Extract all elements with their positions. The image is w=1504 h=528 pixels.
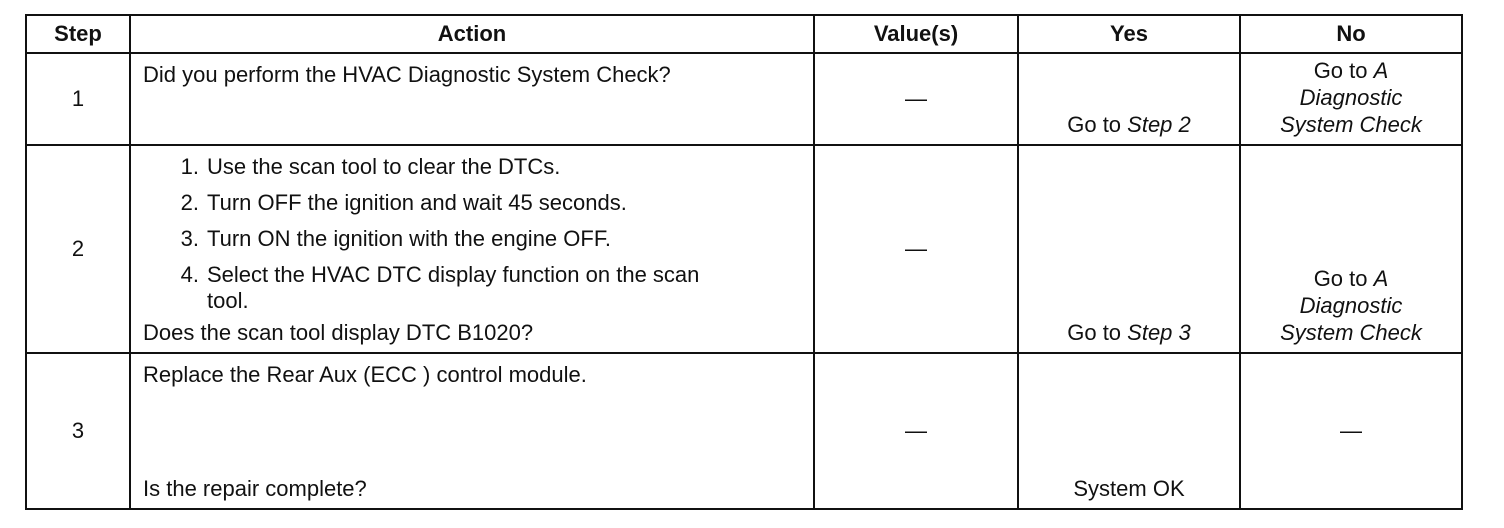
list-item-number: 3. — [180, 226, 199, 251]
yes-step-link: Step 3 — [1127, 320, 1191, 345]
no-link-part: Diagnostic — [1299, 85, 1403, 110]
yes-prefix: Go to — [1067, 320, 1128, 345]
no-prefix: Go to — [1313, 58, 1374, 83]
table-row: 1 Did you perform the HVAC Diagnostic Sy… — [25, 52, 1463, 146]
no-link-part: System Check — [1280, 112, 1422, 137]
table-row: 2 1. Use the scan tool to clear the DTCs… — [25, 144, 1463, 354]
list-item-number: 2. — [180, 190, 199, 215]
no-cell: Go to A Diagnostic System Check — [1239, 52, 1463, 146]
header-step: Step — [25, 14, 131, 54]
value-cell: — — [813, 144, 1019, 354]
no-cell: — — [1239, 352, 1463, 510]
value-cell: — — [813, 52, 1019, 146]
header-values: Value(s) — [813, 14, 1019, 54]
header-row: Step Action Value(s) Yes No — [25, 14, 1463, 54]
list-item-text: Turn OFF the ignition and wait 45 second… — [207, 190, 627, 215]
yes-text: System OK — [1073, 476, 1185, 501]
procedure-list: 1. Use the scan tool to clear the DTCs. … — [143, 154, 805, 314]
step-number: 2 — [25, 144, 131, 354]
no-link-part: System Check — [1280, 320, 1422, 345]
header-yes: Yes — [1017, 14, 1241, 54]
no-prefix: Go to — [1313, 266, 1374, 291]
header-action: Action — [129, 14, 815, 54]
action-cell: Replace the Rear Aux (ECC ) control modu… — [129, 352, 815, 510]
list-item-text: Turn ON the ignition with the engine OFF… — [207, 226, 611, 251]
yes-step-link: Step 2 — [1127, 112, 1191, 137]
question-text: Does the scan tool display DTC B1020? — [143, 320, 534, 345]
step-number: 1 — [25, 52, 131, 146]
yes-cell: Go to Step 3 — [1017, 144, 1241, 354]
step-number: 3 — [25, 352, 131, 510]
action-text: Replace the Rear Aux (ECC ) control modu… — [143, 362, 587, 387]
action-cell: Did you perform the HVAC Diagnostic Syst… — [129, 52, 815, 146]
list-item-text: Select the HVAC DTC display function on … — [207, 262, 700, 313]
no-cell: Go to A Diagnostic System Check — [1239, 144, 1463, 354]
yes-prefix: Go to — [1067, 112, 1128, 137]
header-no: No — [1239, 14, 1463, 54]
list-item-number: 4. — [180, 262, 199, 287]
question-text: Is the repair complete? — [143, 476, 367, 501]
list-item: 2. Turn OFF the ignition and wait 45 sec… — [143, 190, 805, 216]
list-item: 4. Select the HVAC DTC display function … — [143, 262, 805, 314]
table-row: 3 Replace the Rear Aux (ECC ) control mo… — [25, 352, 1463, 510]
action-text: Did you perform the HVAC Diagnostic Syst… — [143, 62, 671, 87]
yes-cell: Go to Step 2 — [1017, 52, 1241, 146]
list-item-number: 1. — [180, 154, 199, 179]
value-cell: — — [813, 352, 1019, 510]
list-item: 1. Use the scan tool to clear the DTCs. — [143, 154, 805, 180]
list-item: 3. Turn ON the ignition with the engine … — [143, 226, 805, 252]
no-link-part: A — [1373, 58, 1389, 83]
list-item-text: Use the scan tool to clear the DTCs. — [207, 154, 561, 179]
action-cell: 1. Use the scan tool to clear the DTCs. … — [129, 144, 815, 354]
no-link-part: Diagnostic — [1299, 293, 1403, 318]
no-link-part: A — [1373, 266, 1389, 291]
yes-cell: System OK — [1017, 352, 1241, 510]
diagnostic-table: Step Action Value(s) Yes No 1 Did you pe… — [25, 14, 1463, 510]
